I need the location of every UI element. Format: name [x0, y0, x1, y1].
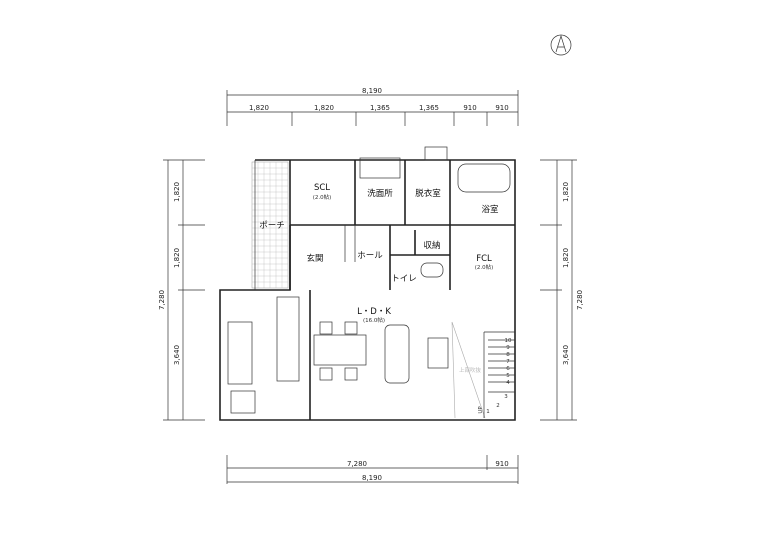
top-dimensions: 8,190 1,820 1,820 1,365 1,365 910 910 [226, 87, 519, 126]
stair-step: 5 [506, 373, 510, 379]
room-scl: SCL [314, 183, 330, 193]
top-dimension: 1,365 [370, 104, 390, 112]
right-dimensions: 1,820 1,820 3,640 7,280 [540, 159, 584, 421]
stair-step: 7 [506, 359, 510, 365]
room-dressing: 脱衣室 [415, 188, 441, 199]
right-total-dimension: 7,280 [576, 290, 584, 310]
chair [344, 367, 358, 381]
right-dimension: 1,820 [562, 248, 570, 268]
room-ldk-size: (16.0帖) [363, 316, 385, 324]
appliance [230, 390, 256, 414]
sofa [384, 324, 410, 384]
washing-machine [424, 146, 448, 161]
room-hall: ホール [357, 251, 383, 261]
top-dimension: 1,820 [249, 104, 269, 112]
toilet-icon [420, 262, 444, 278]
chair [319, 367, 333, 381]
stair-step: 1 [486, 409, 490, 415]
void-label: 上部吹抜 [459, 366, 482, 374]
bottom-total-dimension: 8,190 [362, 474, 382, 482]
room-storage: 収納 [423, 240, 440, 251]
left-dimension: 1,820 [173, 182, 181, 202]
chair [319, 321, 333, 335]
vanity-sink [359, 157, 401, 179]
bottom-dimensions: 7,280 910 8,190 [226, 455, 519, 484]
fixtures [227, 146, 515, 419]
stair-step: 2 [496, 403, 500, 409]
north-arrow-icon [550, 34, 572, 56]
bathtub [457, 163, 511, 193]
room-scl-size: (2.0帖) [313, 193, 332, 201]
walls [219, 159, 516, 421]
right-dimension: 3,640 [562, 345, 570, 365]
room-labels: SCL (2.0帖) 洗面所 脱衣室 浴室 ポーチ 玄関 ホール 収納 トイレ … [259, 183, 499, 324]
room-fcl-size: (2.0帖) [475, 263, 494, 271]
porch-tiles [251, 161, 289, 289]
stair-step: 3 [504, 394, 508, 400]
room-porch: ポーチ [259, 221, 285, 231]
top-total-dimension: 8,190 [362, 87, 382, 95]
cupboard [227, 321, 253, 385]
room-toilet: トイレ [391, 274, 417, 284]
room-fcl: FCL [476, 254, 492, 264]
stair-step: 4 [506, 380, 510, 386]
bottom-dimension: 7,280 [347, 460, 367, 468]
dining-table [313, 334, 367, 366]
staircase [483, 331, 515, 418]
stair-labels: 1 2 3 4 5 6 7 8 9 10 UP 上部吹抜 [459, 338, 512, 415]
stair-step: 9 [506, 345, 510, 351]
left-dimension: 3,640 [173, 345, 181, 365]
room-entrance: 玄関 [306, 253, 323, 264]
stair-step: 10 [505, 338, 512, 344]
rug [427, 337, 449, 369]
top-dimension: 910 [495, 104, 508, 112]
room-ldk: L・D・K [357, 307, 391, 317]
stair-up-label: UP [478, 406, 484, 414]
kitchen-counter [276, 296, 300, 382]
bottom-dimension: 910 [495, 460, 508, 468]
left-total-dimension: 7,280 [158, 290, 166, 310]
left-dimensions: 7,280 1,820 1,820 3,640 [158, 159, 205, 421]
stair-step: 6 [506, 366, 510, 372]
right-dimension: 1,820 [562, 182, 570, 202]
top-dimension: 1,365 [419, 104, 439, 112]
left-dimension: 1,820 [173, 248, 181, 268]
room-washroom: 洗面所 [367, 188, 393, 199]
chair [344, 321, 358, 335]
top-dimension: 1,820 [314, 104, 334, 112]
room-bath: 浴室 [481, 204, 499, 215]
top-dimension: 910 [463, 104, 476, 112]
stair-step: 8 [506, 352, 510, 358]
